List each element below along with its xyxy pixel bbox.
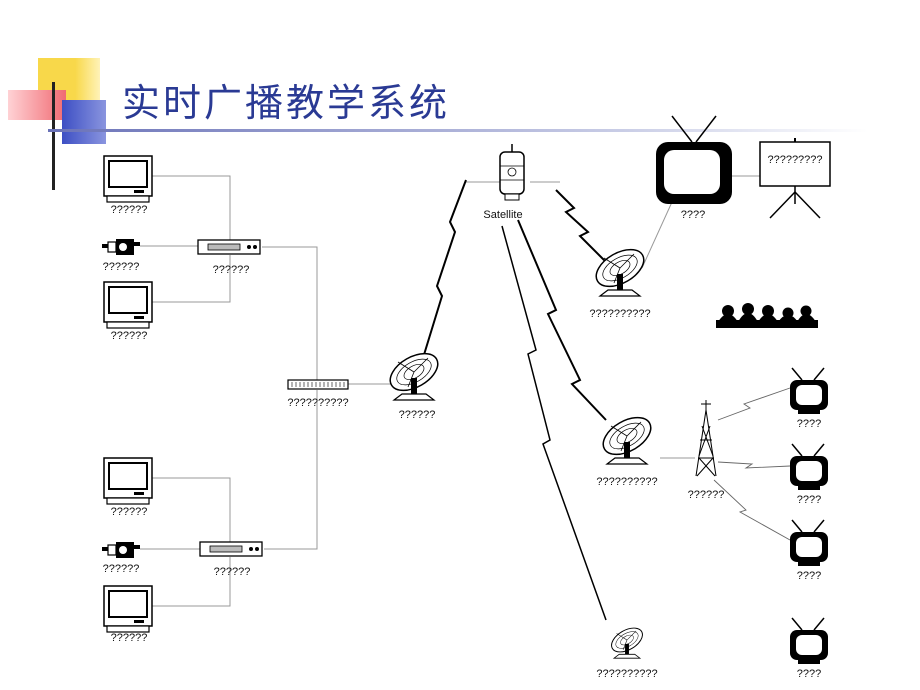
label-switch: ?????????? (287, 397, 349, 409)
network-switch-icon (287, 379, 349, 390)
monitor-icon-2 (103, 281, 153, 329)
wire-monitor3-encoder2 (152, 477, 231, 542)
label-tv-2: ???? (796, 494, 822, 506)
monitor-icon-3 (103, 457, 153, 505)
camcorder-icon-2 (101, 541, 141, 559)
camcorder-icon-1 (101, 238, 141, 256)
encoder-icon-2 (199, 541, 263, 557)
wire-monitor1-encoder1 (152, 175, 231, 240)
television-icon-2 (789, 443, 829, 491)
lightning-uplink (422, 179, 467, 359)
television-icon-large (656, 115, 732, 204)
satellite-dish-icon-uplink (383, 345, 445, 401)
label-dish-rx-2: ?????????? (596, 476, 658, 488)
label-tv-1: ???? (796, 418, 822, 430)
corner-blue-block (62, 100, 106, 144)
label-tower: ?????? (687, 489, 725, 501)
wire-dish-bigtv (641, 201, 673, 269)
wireless-tower-tv3 (713, 479, 791, 541)
audience-icon (716, 303, 818, 328)
satellite-icon (499, 144, 525, 201)
satellite-dish-icon-rx-2 (596, 409, 658, 465)
page-title: 实时广播教学系统 (122, 81, 451, 125)
label-encoder-1: ?????? (212, 264, 250, 276)
lightning-downlink-1 (555, 189, 607, 263)
satellite-dish-icon-rx-3 (607, 622, 647, 659)
lightning-downlink-3 (501, 225, 607, 621)
wire-encoder2-switch (264, 390, 318, 550)
label-dish-uplink: ?????? (398, 409, 436, 421)
television-icon-3 (789, 519, 829, 567)
label-monitor-1: ?????? (110, 204, 148, 216)
lightning-links (422, 179, 607, 621)
label-satellite: Satellite (483, 209, 523, 221)
encoder-icon-1 (197, 239, 261, 255)
label-camera-1: ?????? (102, 261, 140, 273)
label-camera-2: ?????? (102, 563, 140, 575)
label-monitor-2: ?????? (110, 330, 148, 342)
label-dish-rx-1: ?????????? (589, 308, 651, 320)
label-dish-rx-3: ?????????? (596, 668, 658, 680)
projector-screen-icon (759, 138, 831, 219)
monitor-icon-1 (103, 155, 153, 203)
wire-encoder1-switch (262, 246, 318, 380)
corner-red-block (8, 90, 66, 120)
satellite-dish-icon-rx-1 (589, 241, 651, 297)
wireless-links (713, 387, 791, 541)
wire-monitor2-encoder1 (152, 255, 231, 303)
title-rule (48, 129, 868, 132)
label-tv-4: ???? (796, 668, 822, 680)
television-icon-1 (789, 367, 829, 415)
label-monitor-4: ?????? (110, 632, 148, 644)
lightning-downlink-2 (517, 219, 607, 421)
label-big-tv: ???? (680, 209, 706, 221)
label-encoder-2: ?????? (213, 566, 251, 578)
wireless-tower-tv2 (717, 461, 791, 469)
wire-monitor4-encoder2 (152, 557, 231, 607)
television-icon-4 (789, 617, 829, 665)
label-tv-3: ???? (796, 570, 822, 582)
monitor-icon-4 (103, 585, 153, 633)
label-projector-screen: ????????? (767, 154, 823, 166)
broadcast-tower-icon (695, 400, 717, 477)
wiring (140, 175, 760, 607)
corner-vertical-bar (52, 82, 55, 190)
wireless-tower-tv1 (717, 387, 791, 421)
label-monitor-3: ?????? (110, 506, 148, 518)
